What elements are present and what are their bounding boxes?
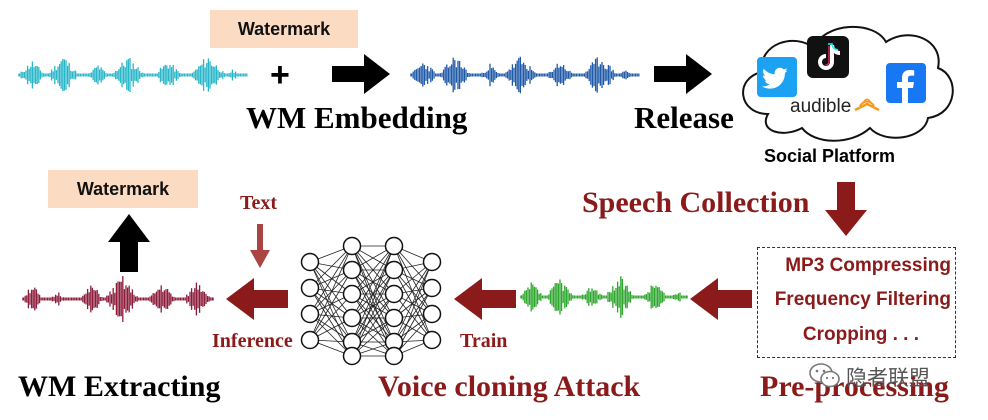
- twitter-icon: [757, 57, 797, 97]
- train-label: Train: [460, 330, 508, 352]
- neural-network-icon: [300, 236, 442, 366]
- nn-node: [342, 308, 362, 328]
- audible-label: audible: [790, 96, 852, 117]
- watermarked-waveform: [410, 56, 640, 94]
- wm-embedding-label: WM Embedding: [246, 100, 468, 135]
- nn-node: [384, 308, 404, 328]
- watermark-box-top: Watermark: [210, 10, 358, 48]
- nn-node: [384, 260, 404, 280]
- tiktok-icon: [807, 36, 849, 78]
- nn-node: [342, 284, 362, 304]
- arrow-up-icon: [108, 214, 150, 272]
- nn-node: [422, 330, 442, 350]
- arrow-right-icon: [654, 54, 712, 94]
- arrow-down-icon: [825, 182, 867, 236]
- preprocessing-box: MP3 Compressing Frequency Filtering Crop…: [757, 247, 956, 358]
- text-input-label: Text: [240, 192, 278, 214]
- voice-cloning-label: Voice cloning Attack: [378, 370, 641, 403]
- arrow-left-icon: [226, 278, 288, 320]
- facebook-icon: [886, 63, 926, 103]
- audible-icon: audible: [790, 96, 880, 120]
- release-label: Release: [634, 100, 734, 135]
- nn-node: [300, 304, 320, 324]
- social-platform-label: Social Platform: [764, 146, 896, 166]
- watermark-box-bottom: Watermark: [48, 170, 198, 208]
- nn-node: [384, 236, 404, 256]
- nn-node: [422, 304, 442, 324]
- inference-label: Inference: [212, 330, 293, 352]
- collected-waveform: [520, 276, 688, 318]
- nn-node: [422, 252, 442, 272]
- nn-node: [300, 278, 320, 298]
- watermark-text: 隐者联盟: [846, 366, 930, 390]
- wechat-icon: [809, 363, 840, 388]
- original-waveform: [18, 58, 248, 92]
- cloned-waveform: [22, 276, 214, 322]
- nn-node: [342, 236, 362, 256]
- plus-sign: +: [270, 56, 290, 94]
- prep-step-cropping: Cropping . . .: [802, 324, 919, 345]
- nn-node: [300, 252, 320, 272]
- arrow-left-icon: [690, 278, 752, 320]
- arrow-left-icon: [454, 278, 516, 320]
- prep-step-filtering: Frequency Filtering: [774, 289, 951, 310]
- nn-node: [300, 330, 320, 350]
- nn-node: [384, 346, 404, 366]
- speech-collection-label: Speech Collection: [582, 186, 810, 219]
- wm-extracting-label: WM Extracting: [18, 370, 221, 403]
- arrow-down-icon: [250, 224, 270, 268]
- nn-node: [342, 346, 362, 366]
- nn-node: [384, 284, 404, 304]
- arrow-right-icon: [332, 54, 390, 94]
- preprocessing-label: Pre-processing: [760, 370, 949, 403]
- nn-node: [342, 260, 362, 280]
- cloud-icon: [742, 25, 954, 142]
- prep-step-mp3: MP3 Compressing: [785, 255, 951, 276]
- nn-node: [422, 278, 442, 298]
